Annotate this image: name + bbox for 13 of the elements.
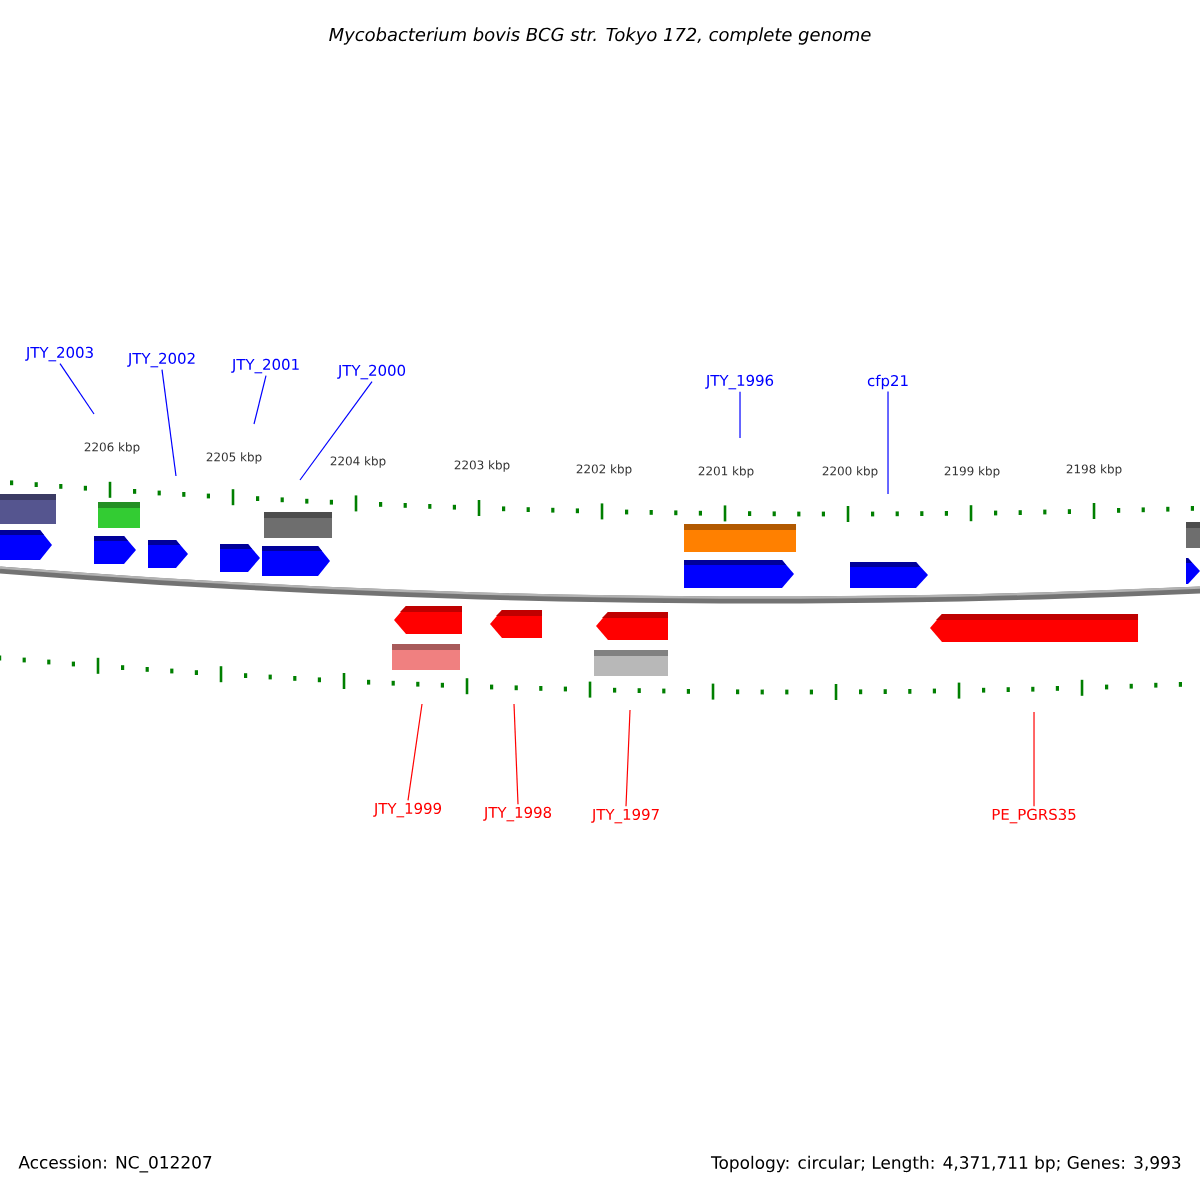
leader-line — [299, 381, 373, 481]
leader-line — [161, 369, 177, 477]
leader-line — [739, 391, 741, 439]
leader-line — [887, 391, 889, 495]
title: Mycobacterium bovis BCG str. Tokyo 172, complete genome — [329, 27, 871, 45]
footer-text: Accession: NC_012207 — [18, 1155, 212, 1173]
leader-line — [513, 703, 519, 805]
leader-line — [253, 375, 267, 425]
leader-line — [625, 709, 631, 807]
leader-line — [59, 363, 95, 415]
leader-line — [1033, 711, 1035, 807]
leader-line — [407, 703, 423, 801]
footer-text: Topology: circular; Length: 4,371,711 bp; Genes: 3,993 — [710, 1155, 1181, 1173]
